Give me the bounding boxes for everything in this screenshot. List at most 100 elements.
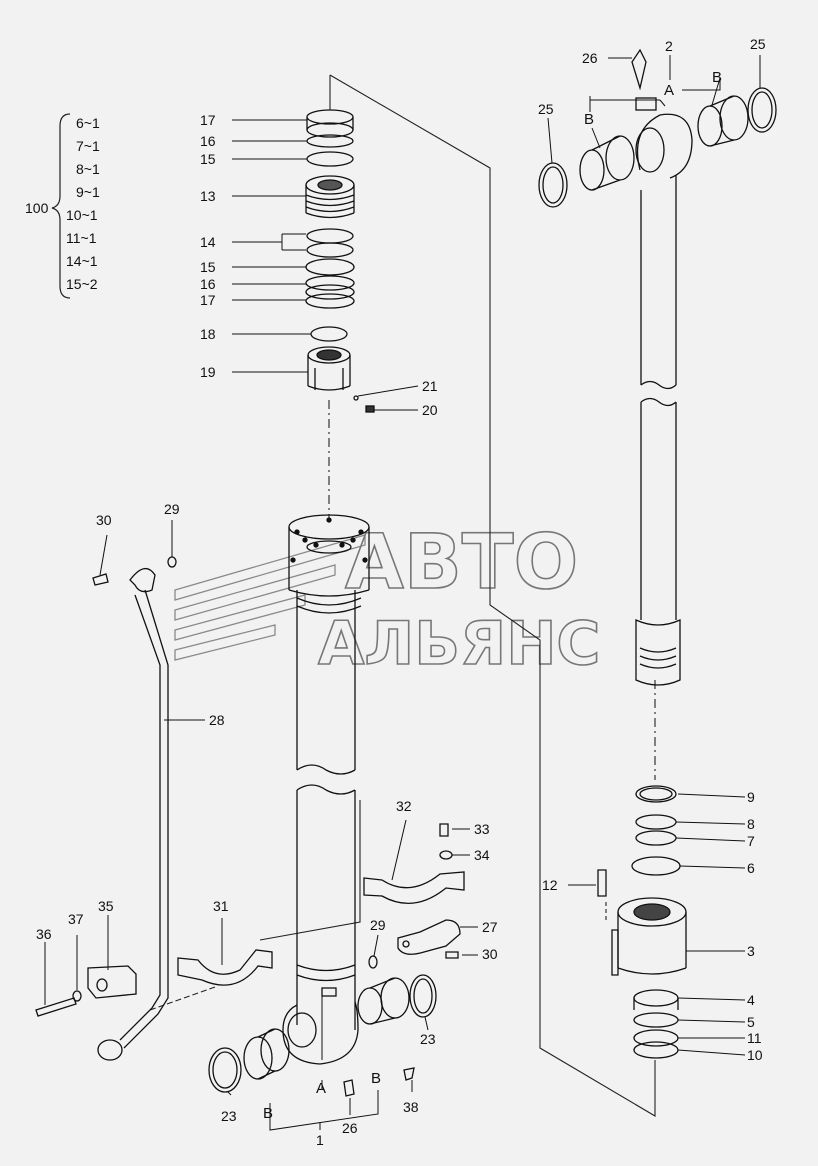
bottom-bushings [208,974,437,1097]
kit-item: 9~1 [76,184,100,200]
bolt-36 [35,997,77,1017]
oring-29-lower [368,955,378,969]
label-15: 15 [200,151,216,167]
bolt-30-lower [445,951,459,959]
ring-15-top [306,151,354,167]
label-23: 23 [420,1031,436,1047]
label-37: 37 [68,911,84,927]
bolt-38 [403,1067,415,1081]
watermark-logo [174,534,366,661]
head-seal-stack [305,109,375,413]
bolt-12 [597,869,607,897]
label-11: 11 [747,1030,762,1046]
ring-15-bottom [305,258,355,276]
washer-37 [72,990,82,1002]
label-17: 17 [200,292,216,308]
label-9: 9 [747,789,755,805]
clamp-31 [177,949,273,986]
block-35 [35,965,137,1017]
piston-rod [538,48,777,686]
clamps [177,823,465,986]
bolt-33 [439,823,449,837]
grease-nipple-26 [343,1079,355,1097]
kit-item: 11~1 [66,230,97,246]
label-36: 36 [36,926,52,942]
label-33: 33 [474,821,490,837]
bolt-30-upper [92,573,109,586]
kit-item: 14~1 [66,253,98,269]
kit-list: 100 6~1 7~1 8~1 9~1 10~1 11~1 14~1 15~2 [25,113,100,299]
label-13: 13 [200,188,216,204]
watermark-line1: АВТО [345,517,578,606]
watermark-line2: АЛЬЯНС [318,609,600,679]
label-2: 2 [665,38,673,54]
washer-34 [439,850,453,860]
seal-14 [306,228,354,244]
label-25: 25 [538,101,554,117]
label-27: 27 [482,919,498,935]
kit-item: 10~1 [66,207,98,223]
kit-brace [51,113,71,299]
kit-item: 6~1 [76,115,100,131]
label-16: 16 [200,133,216,149]
ring-16-bottom [305,275,355,291]
bracket-27 [397,919,461,955]
ring-18 [310,326,348,342]
ring-23-right [409,974,437,1018]
screw-20 [365,405,375,413]
label-B: B [712,69,722,86]
label-5: 5 [747,1014,755,1030]
label-29: 29 [370,917,386,933]
cylinder-tube [282,514,370,1065]
label-14: 14 [200,234,216,250]
label-19: 19 [200,364,216,380]
label-31: 31 [213,898,229,914]
label-23: 23 [221,1108,237,1124]
part-labels: 17 16 15 13 14 15 16 17 18 19 21 20 30 2… [36,36,766,1148]
label-B: B [371,1070,381,1087]
clamp-32 [363,871,465,904]
label-29: 29 [164,501,180,517]
label-12: 12 [542,877,558,893]
kit-item: 15~2 [66,276,98,292]
assembly-lines [149,74,656,1117]
kit-number: 100 [25,200,49,216]
label-A: A [664,82,674,99]
label-32: 32 [396,798,412,814]
label-38: 38 [403,1099,419,1115]
label-A: A [316,1080,326,1097]
label-B: B [263,1105,273,1122]
label-25: 25 [750,36,766,52]
label-26: 26 [342,1120,358,1136]
bushing-B-left [243,1028,290,1080]
label-17: 17 [200,112,216,128]
label-28: 28 [209,712,225,728]
kit-item: 7~1 [76,138,100,154]
label-6: 6 [747,860,755,876]
label-26: 26 [582,50,598,66]
seal-14b [306,242,354,258]
seal-17-bottom [305,284,355,309]
bushing-B-right [357,977,410,1025]
leader-lines [44,55,761,1131]
label-34: 34 [474,847,490,863]
ring-23-left [208,1047,242,1093]
label-4: 4 [747,992,755,1008]
label-18: 18 [200,326,216,342]
label-3: 3 [747,943,755,959]
gland-13 [305,175,355,219]
label-35: 35 [98,898,114,914]
label-B: B [584,111,594,128]
piston-parts [597,785,687,1059]
label-8: 8 [747,816,755,832]
label-7: 7 [747,833,755,849]
label-21: 21 [422,378,438,394]
pipe-28 [92,556,177,1061]
nut-19 [307,346,351,391]
label-10: 10 [747,1047,763,1063]
label-30: 30 [482,946,498,962]
watermark: АВТО АЛЬЯНС [174,516,601,680]
label-15: 15 [200,259,216,275]
piston-3 [611,897,687,976]
